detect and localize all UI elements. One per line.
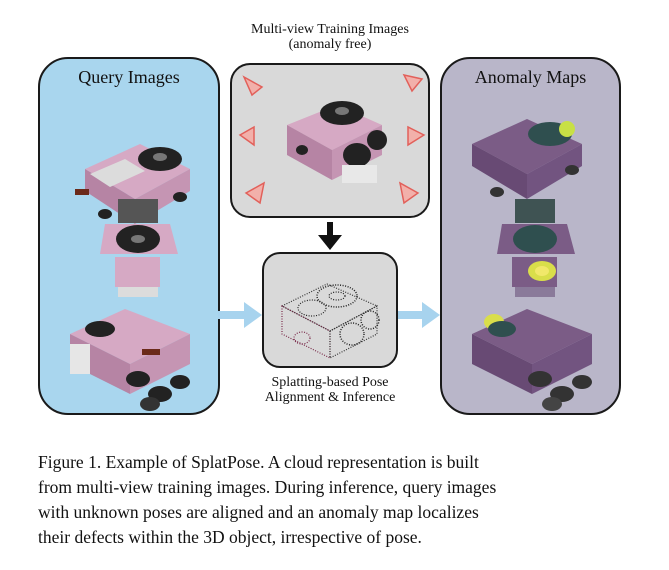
training-caption: Multi-view Training Images (anomaly free…: [200, 22, 460, 52]
point-cloud-illustration: [280, 283, 380, 359]
camera-frustums: [238, 73, 426, 205]
figure-caption-line3: with unknown poses are aligned and an an…: [38, 502, 479, 522]
figure-caption-line4: their defects within the 3D object, irre…: [38, 527, 422, 547]
splatting-caption-line2: Alignment & Inference: [264, 390, 396, 405]
training-toy: [287, 101, 387, 183]
anomaly-toy-2: [497, 199, 575, 297]
query-images-illustration: [70, 144, 190, 411]
query-images-title: Query Images: [78, 67, 180, 87]
training-caption-line2: (anomaly free): [288, 37, 372, 52]
arrow-to-splatting: [218, 302, 262, 328]
point-cloud: [280, 283, 380, 359]
anomaly-toy-3: [472, 309, 592, 411]
down-arrow: [318, 222, 342, 250]
anomaly-toy-1: [472, 119, 582, 199]
anomaly-maps-panel: Anomaly Maps: [440, 57, 621, 415]
query-toy-2: [100, 199, 178, 297]
training-caption-line1: Multi-view Training Images: [251, 22, 409, 37]
splatting-caption: Splatting-based Pose Alignment & Inferen…: [210, 375, 450, 405]
figure-caption: Figure 1. Example of SplatPose. A cloud …: [38, 450, 634, 550]
figure-caption-line1: Figure 1. Example of SplatPose. A cloud …: [38, 452, 479, 472]
splatting-caption-line1: Splatting-based Pose: [271, 375, 389, 390]
figure-caption-line2: from multi-view training images. During …: [38, 477, 497, 497]
arrow-to-anomaly: [398, 302, 440, 328]
anomaly-maps-title: Anomaly Maps: [474, 67, 587, 87]
training-images-panel: [230, 63, 430, 218]
query-toy-3: [70, 309, 190, 411]
anomaly-maps-illustration: [472, 119, 592, 411]
training-images-illustration: [238, 73, 426, 205]
splatting-panel: [262, 252, 398, 368]
query-images-panel: Query Images: [38, 57, 220, 415]
